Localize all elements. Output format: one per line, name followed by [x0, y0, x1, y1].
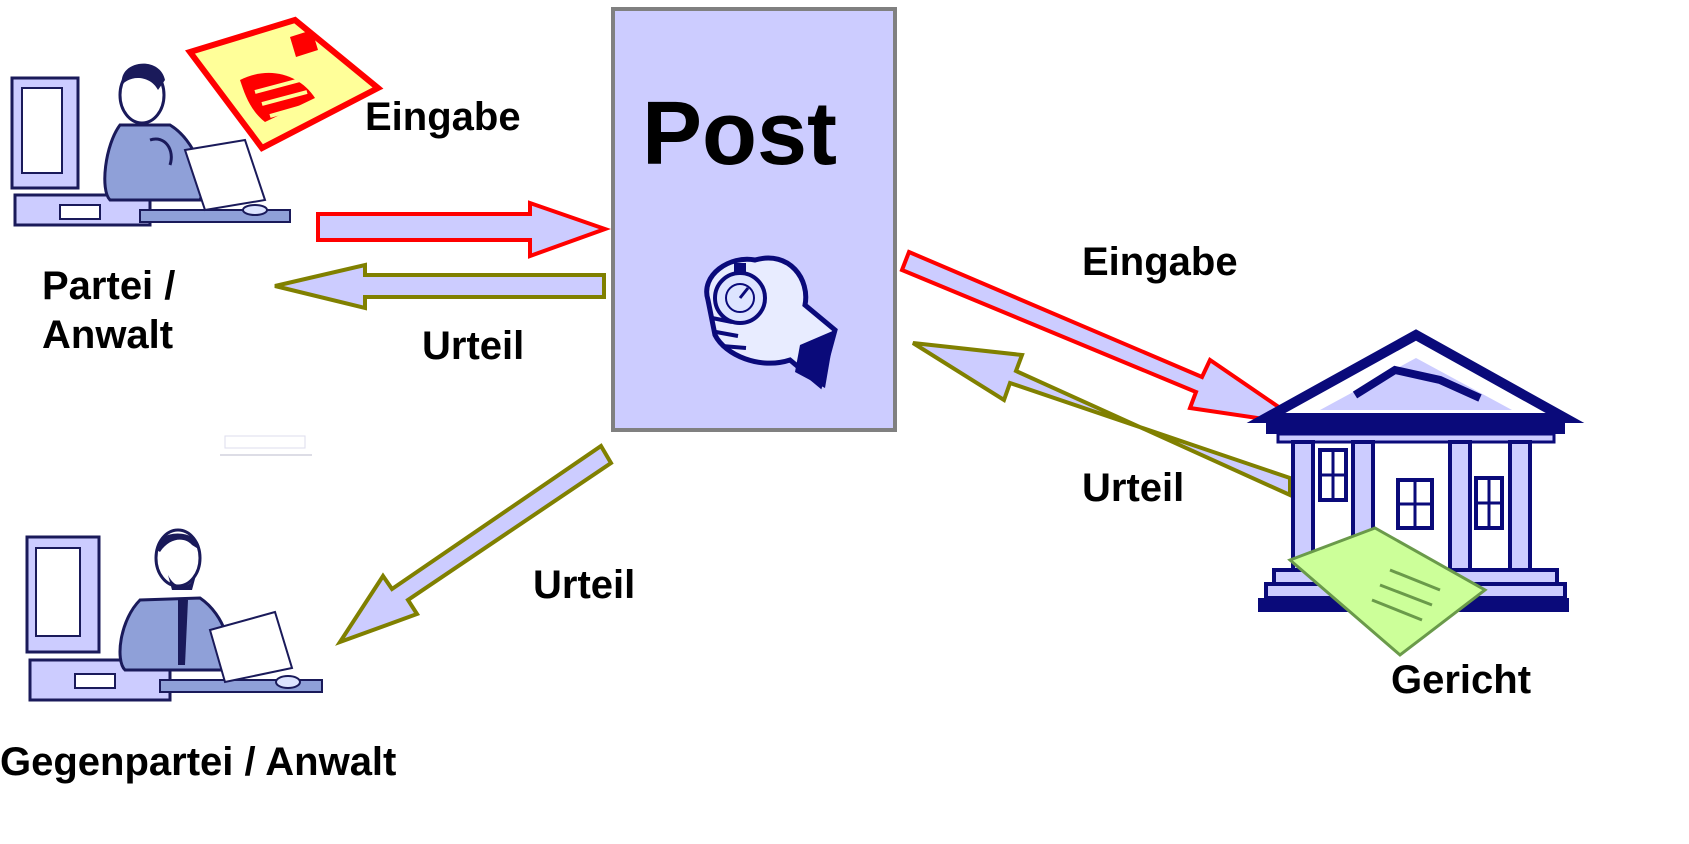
- label-partei-line1: Partei /: [42, 264, 176, 308]
- letter-icon: [185, 16, 384, 152]
- arrow-eingabe-to-post: [316, 200, 612, 259]
- label-eingabe-right: Eingabe: [1082, 240, 1238, 284]
- label-eingabe-left: Eingabe: [365, 95, 521, 139]
- label-gegenpartei: Gegenpartei / Anwalt: [0, 740, 397, 784]
- arrow-urteil-to-partei: [274, 262, 606, 311]
- label-urteil-right: Urteil: [1082, 466, 1185, 510]
- label-partei-line2: Anwalt: [42, 313, 174, 357]
- arrow-urteil-to-post: [911, 341, 1292, 499]
- post-title: Post: [642, 84, 838, 184]
- arrow-eingabe-to-gericht: [899, 249, 1307, 427]
- post-box: [611, 7, 897, 432]
- stopwatch-hand-icon: [704, 255, 838, 390]
- arrow-urteil-to-gegenpartei: [335, 443, 614, 646]
- label-urteil-left: Urteil: [422, 324, 525, 368]
- man-at-computer-icon: [25, 528, 323, 702]
- document-icon: [1287, 526, 1488, 657]
- label-urteil-bottom: Urteil: [533, 563, 636, 607]
- label-gericht: Gericht: [1391, 658, 1532, 702]
- faint-artifact: [220, 435, 312, 456]
- woman-at-computer-icon: [10, 63, 291, 227]
